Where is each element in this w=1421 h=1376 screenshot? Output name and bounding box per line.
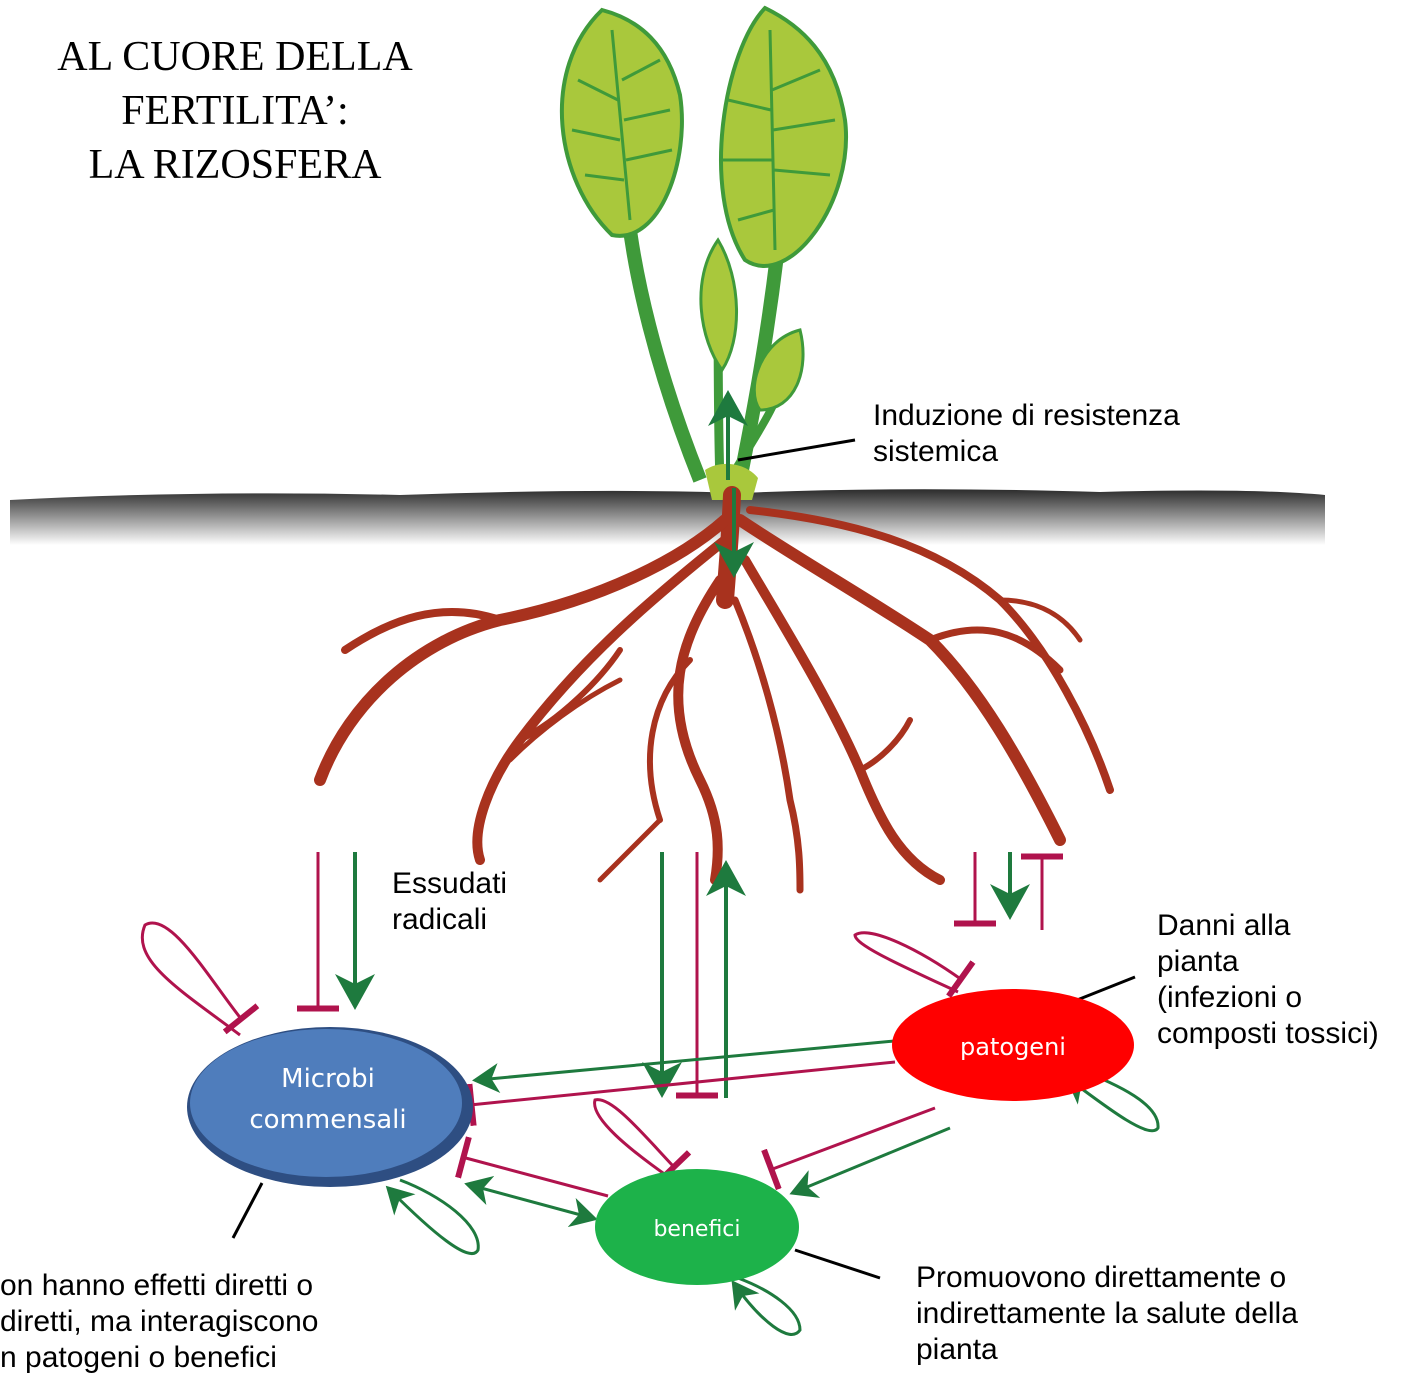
label-promuovono-line-2: indirettamente la salute della (916, 1296, 1298, 1332)
label-commensali-desc: on hanno effetti diretti o diretti, ma i… (0, 1268, 319, 1376)
label-danni: Danni alla pianta (infezioni o composti … (1157, 908, 1379, 1052)
label-promuovono: Promuovono direttamente o indirettamente… (916, 1260, 1298, 1368)
benefici-label: benefici (653, 1217, 740, 1242)
node-patogeni: patogeni (892, 989, 1134, 1101)
label-essudati: Essudati radicali (392, 866, 507, 938)
title-line-3: LA RIZOSFERA (20, 138, 450, 192)
soil-surface (10, 489, 1325, 545)
label-commensali-desc-line-1: on hanno effetti diretti o (0, 1268, 319, 1304)
label-essudati-line-2: radicali (392, 902, 507, 938)
title-line-1: AL CUORE DELLA (20, 30, 450, 84)
label-commensali-desc-line-3: n patogeni o benefici (0, 1340, 319, 1376)
commensali-label-2: commensali (249, 1105, 406, 1135)
node-benefici: benefici (595, 1169, 799, 1285)
label-danni-line-3: (infezioni o (1157, 980, 1379, 1016)
commensali-label-1: Microbi (281, 1064, 375, 1094)
label-danni-line-1: Danni alla (1157, 908, 1379, 944)
label-resistenza-line-1: Induzione di resistenza (873, 398, 1180, 434)
diagram-title: AL CUORE DELLA FERTILITA’: LA RIZOSFERA (20, 30, 450, 192)
label-danni-line-4: composti tossici) (1157, 1016, 1379, 1052)
roots (320, 495, 1110, 890)
node-commensali: Microbi commensali (187, 1027, 473, 1187)
label-commensali-desc-line-2: diretti, ma interagiscono (0, 1304, 319, 1340)
label-danni-line-2: pianta (1157, 944, 1379, 980)
plant-shoot (562, 8, 846, 500)
label-essudati-line-1: Essudati (392, 866, 507, 902)
label-resistenza-line-2: sistemica (873, 434, 1180, 470)
label-promuovono-line-1: Promuovono direttamente o (916, 1260, 1298, 1296)
label-resistenza: Induzione di resistenza sistemica (873, 398, 1180, 470)
patogeni-label: patogeni (960, 1033, 1066, 1061)
label-promuovono-line-3: pianta (916, 1332, 1298, 1368)
title-line-2: FERTILITA’: (20, 84, 450, 138)
